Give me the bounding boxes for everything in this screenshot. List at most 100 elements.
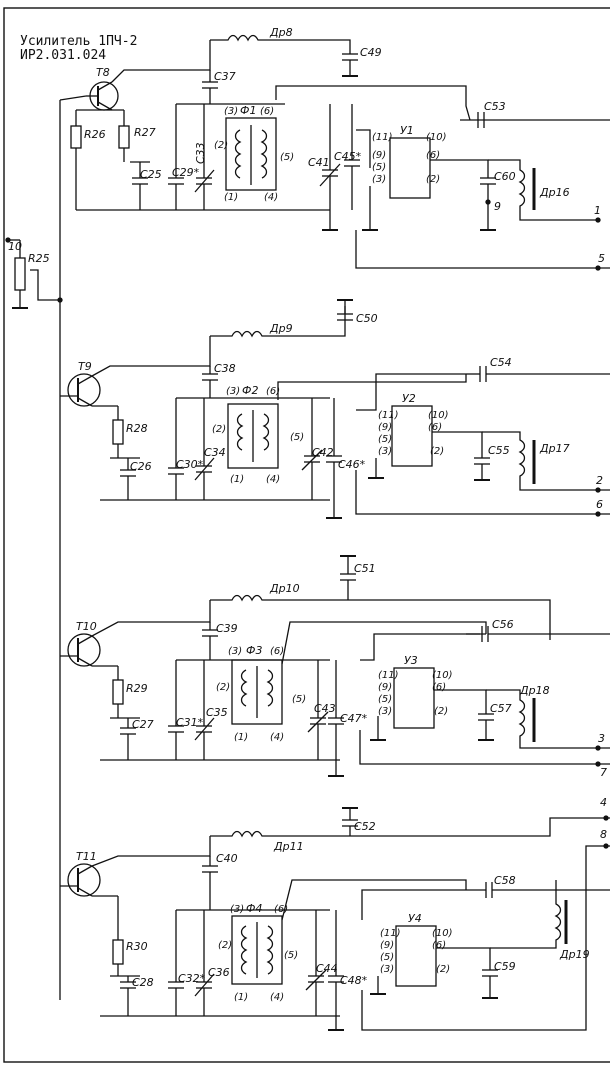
svg-text:(4): (4) — [266, 474, 280, 485]
ic-u3 — [393, 667, 435, 729]
svg-text:(2): (2) — [430, 446, 444, 457]
r26-label: R26 — [84, 128, 106, 141]
c57-label: C57 — [490, 702, 512, 715]
svg-text:(2): (2) — [436, 964, 450, 975]
svg-text:(3): (3) — [226, 386, 240, 397]
svg-text:(3): (3) — [228, 646, 242, 657]
svg-text:(2): (2) — [214, 140, 228, 151]
svg-text:(6): (6) — [270, 646, 284, 657]
c32-label: C32* — [178, 972, 206, 985]
svg-text:(6): (6) — [274, 904, 288, 915]
output-7-label: 7 — [600, 766, 607, 779]
input-network: 10 R25 — [5, 100, 63, 1000]
drawing-number: ИР2.031.024 — [20, 48, 107, 63]
r29-label: R29 — [126, 682, 148, 695]
svg-text:(3): (3) — [378, 706, 392, 717]
c50-label: C50 — [356, 312, 378, 325]
c27-label: C27 — [132, 718, 154, 731]
output-5-label: 5 — [598, 252, 605, 265]
dr9-label: Др9 — [269, 322, 293, 335]
dr17-label: Др17 — [539, 442, 570, 455]
c56-label: C56 — [492, 618, 514, 631]
c46-label: C46* — [338, 458, 366, 471]
svg-text:(1): (1) — [234, 732, 248, 743]
svg-text:(5): (5) — [280, 152, 294, 163]
amplifier-stage-1: T8 R26 R27 C25 C29* C33 C37 Др8 C49 Ф1 (… — [59, 26, 610, 271]
svg-text:(9): (9) — [378, 422, 392, 433]
svg-text:(6): (6) — [428, 422, 442, 433]
c26-label: C26 — [130, 460, 152, 473]
c34-label: C34 — [204, 446, 226, 459]
t9-label: T9 — [78, 360, 92, 373]
svg-text:(9): (9) — [378, 682, 392, 693]
f1-label: Ф1 — [240, 104, 256, 117]
u4-label: У4 — [408, 912, 422, 925]
u1-label: У1 — [400, 124, 414, 137]
svg-text:(5): (5) — [284, 950, 298, 961]
svg-text:(1): (1) — [224, 192, 238, 203]
c51-label: C51 — [354, 562, 376, 575]
c44-label: C44 — [316, 962, 338, 975]
sheet-border — [3, 7, 610, 1063]
filter-f3 — [231, 659, 283, 725]
amplifier-stage-3: T10 R29 C27 C31* C35 C39 Др10 C51 Ф3 (3)… — [60, 555, 610, 779]
output-4-label: 4 — [600, 796, 607, 809]
c40-label: C40 — [216, 852, 238, 865]
svg-text:(11): (11) — [372, 132, 393, 143]
svg-text:(11): (11) — [380, 928, 401, 939]
svg-text:(9): (9) — [380, 940, 394, 951]
c58-label: C58 — [494, 874, 516, 887]
transistor-t11-symbol — [67, 863, 101, 897]
amplifier-stage-4: T11 R30 C28 C32* C36 C40 Др11 C52 Ф4 (3)… — [60, 796, 610, 1031]
svg-text:(1): (1) — [234, 992, 248, 1003]
svg-text:(5): (5) — [378, 434, 392, 445]
c55-label: C55 — [488, 444, 510, 457]
c52-label: C52 — [354, 820, 376, 833]
output-2-label: 2 — [596, 474, 603, 487]
svg-text:(6): (6) — [432, 940, 446, 951]
f3-label: Ф3 — [246, 644, 262, 657]
svg-text:(5): (5) — [290, 432, 304, 443]
output-1-label: 1 — [594, 204, 601, 217]
svg-text:(10): (10) — [432, 670, 453, 681]
filter-f1 — [225, 117, 277, 191]
svg-text:(5): (5) — [380, 952, 394, 963]
svg-text:(3): (3) — [378, 446, 392, 457]
svg-text:(4): (4) — [270, 732, 284, 743]
c28-label: C28 — [132, 976, 154, 989]
amplifier-stage-2: T9 R28 C26 C30* C34 C38 Др9 C50 Ф2 (3) (… — [60, 299, 610, 519]
c33-label: C33 — [194, 142, 207, 164]
dr11-label: Др11 — [273, 840, 304, 853]
filter-f2 — [227, 403, 279, 469]
ic-u4 — [395, 925, 437, 987]
dr19-label: Др19 — [559, 948, 590, 961]
svg-text:(11): (11) — [378, 410, 399, 421]
c42-label: C42 — [312, 446, 334, 459]
r30-label: R30 — [126, 940, 148, 953]
u2-label: У2 — [402, 392, 416, 405]
t10-label: T10 — [76, 620, 97, 633]
c38-label: C38 — [214, 362, 236, 375]
transistor-t10-symbol — [67, 633, 101, 667]
f4-label: Ф4 — [246, 902, 262, 915]
r27-label: R27 — [134, 126, 156, 139]
c25-label: C25 — [140, 168, 162, 181]
svg-text:(10): (10) — [432, 928, 453, 939]
svg-text:(5): (5) — [292, 694, 306, 705]
node-10-label: 10 — [8, 240, 22, 253]
svg-text:(2): (2) — [426, 174, 440, 185]
c29-label: C29* — [172, 166, 200, 179]
ic-u2 — [391, 405, 433, 467]
svg-text:(2): (2) — [218, 940, 232, 951]
svg-text:(6): (6) — [260, 106, 274, 117]
svg-text:(3): (3) — [380, 964, 394, 975]
node-9-label: 9 — [494, 200, 501, 213]
output-3-label: 3 — [598, 732, 605, 745]
c53-label: C53 — [484, 100, 506, 113]
svg-text:(11): (11) — [378, 670, 399, 681]
c30-label: C30* — [176, 458, 204, 471]
r25-label: R25 — [28, 252, 50, 265]
dr16-label: Др16 — [539, 186, 570, 199]
svg-text:(2): (2) — [212, 424, 226, 435]
